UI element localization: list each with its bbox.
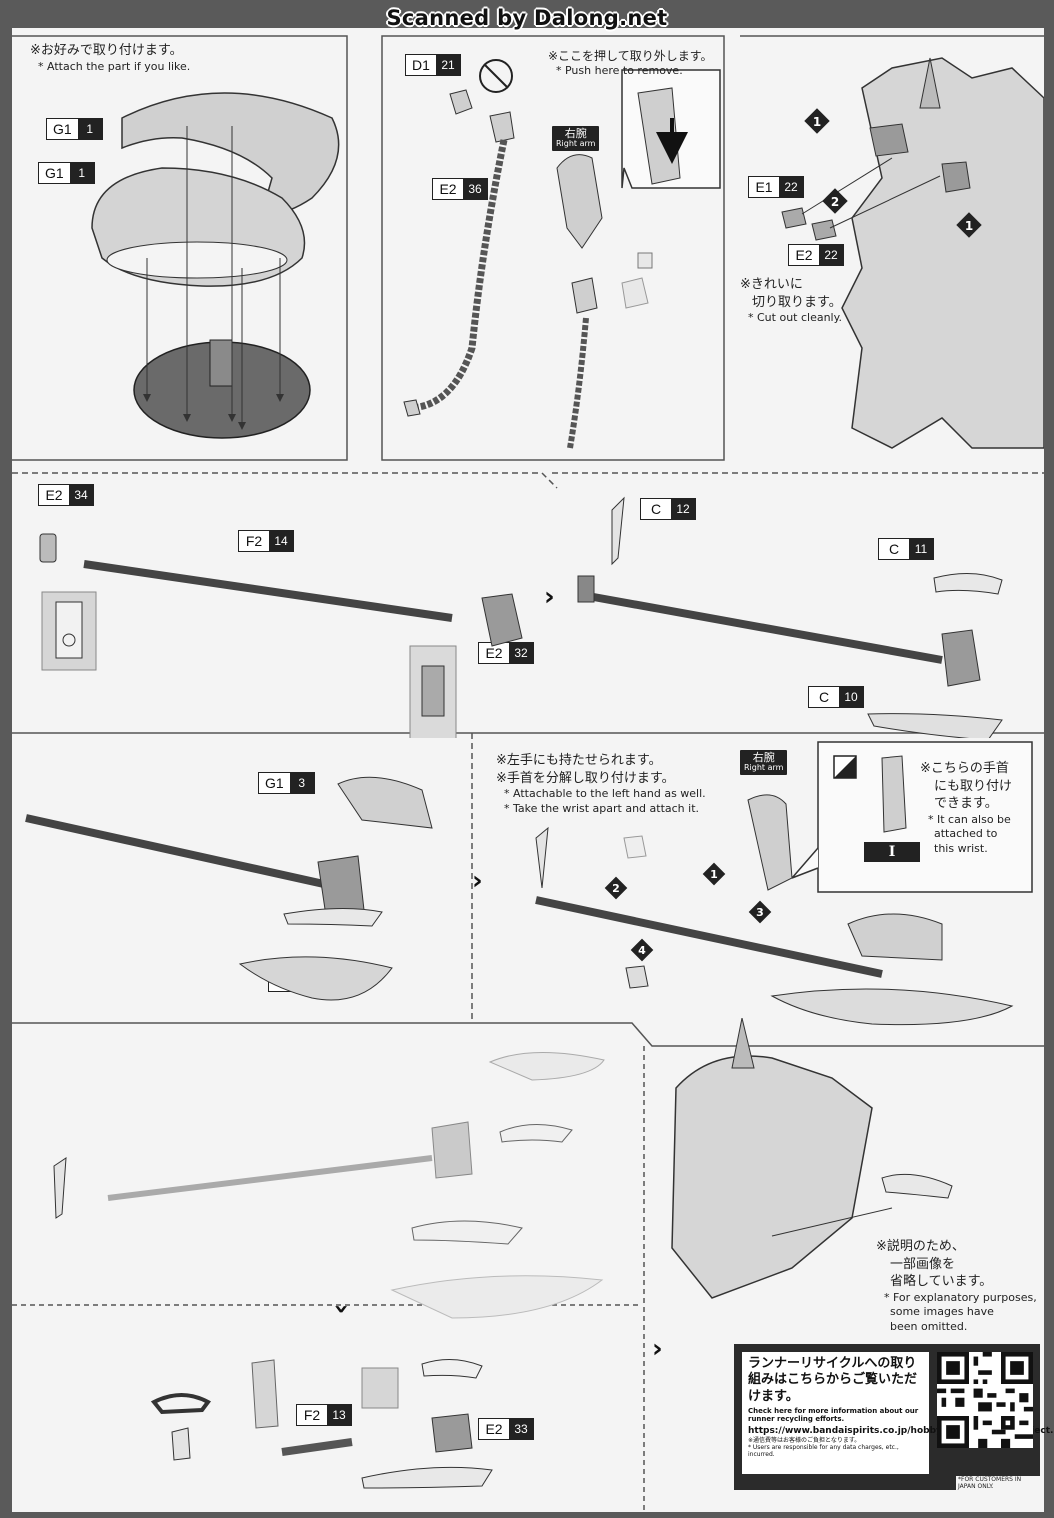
step-arrow-1: › [544,582,555,612]
scan-credit: Scanned by Dalong.net [386,6,668,30]
note-cut-ja2: 切り取ります。 [752,294,842,310]
right-arm-part [556,154,603,249]
note-omit-ja1: ※説明のため、 [876,1239,965,1254]
recycle-title: ランナーリサイクルへの取り組みはこちらからご覧いただけます。 [748,1356,918,1404]
step-1a: 1 [813,115,821,129]
recycle-subtitle: Check here for more information about ou… [748,1406,919,1424]
note-wrist-ja3: できます。 [934,796,998,812]
note-left-hand: ※左手にも持たせられます。 ※手首を分解し取り付けます。 * Attachabl… [496,752,706,817]
wrist-code-badge: I [864,842,920,862]
step-num-3: 3 [756,906,764,919]
flame-ring-upper [121,92,340,215]
recycle-fee-note: ※通信費等はお客様のご負担となります。 [748,1436,861,1444]
note-left-en1: * Attachable to the left hand as well. [504,787,706,801]
step-num-4: 4 [638,944,646,957]
note-cut-en: * Cut out cleanly. [748,311,843,325]
step-arrow-2: › [472,866,483,896]
disassembly-illustration [53,1018,953,1489]
note-omit-ja3: 省略しています。 [890,1274,993,1290]
note-omit-ja2: 一部画像を [890,1256,956,1272]
qr-code-icon[interactable] [937,1352,1033,1448]
instruction-page: ※お好みで取り付けます。 * Attach the part if you li… [12,28,1054,1512]
note-omit-en2: some images have [890,1305,994,1319]
recycle-url[interactable]: https://www.bandaispirits.co.jp/hobbycen… [748,1425,1054,1436]
note-omitted: ※説明のため、 一部画像を 省略しています。 * For explanatory… [876,1238,1037,1335]
note-attach-if-like: ※お好みで取り付けます。 * Attach the part if you li… [30,42,190,74]
note-cut-ja1: ※きれいに [740,277,803,292]
note-wrist-ja1: ※こちらの手首 [920,761,1009,776]
step-arrow-down: › [326,1303,357,1315]
jp-only-note: *FOR CUSTOMERS IN JAPAN ONLY. [956,1476,1040,1490]
recycle-info: ランナーリサイクルへの取り組みはこちらからご覧いただけます。 Check her… [742,1352,1054,1474]
stand-effect-illustration [91,92,340,439]
no-fan-icon [479,59,513,93]
note-push-remove: ※ここを押して取り外します。 * Push here to remove. [548,48,713,79]
step-num-1: 1 [710,868,718,881]
recycle-fee-note-en: * Users are responsible for any data cha… [748,1444,899,1458]
note-cut-cleanly: ※きれいに 切り取ります。 * Cut out cleanly. [740,276,842,326]
chain-weapon-illustration [403,59,688,449]
note-left-en2: * Take the wrist apart and attach it. [504,801,700,815]
mobile-suit-illustration: 1 2 1 [781,57,1044,449]
note-this-wrist: ※こちらの手首 にも取り付け できます。 * It can also be at… [920,760,1012,857]
step-1b: 1 [965,219,973,233]
note-wrist-en1: * It can also be [928,812,1011,826]
note-wrist-en2: attached to [934,827,998,841]
note-omit-en3: been omitted. [890,1320,968,1334]
step-num-2: 2 [612,882,620,895]
note-attach-ja: ※お好みで取り付けます。 [30,43,183,58]
note-push-ja: ※ここを押して取り外します。 [548,49,713,63]
note-omit-en1: * For explanatory purposes, [884,1290,1037,1304]
staff-assembly-illustration [39,496,1003,738]
note-wrist-en3: this wrist. [934,842,988,856]
note-wrist-ja2: にも取り付け [934,778,1013,794]
wing-assembly-illustration: 1 2 3 4 [25,755,1014,1026]
step-2a: 2 [831,195,839,209]
step-arrow-3: › [652,1334,663,1364]
note-push-en: * Push here to remove. [556,64,683,78]
note-attach-en: * Attach the part if you like. [38,59,191,73]
note-left-ja1: ※左手にも持たせられます。 [496,753,662,768]
note-left-ja2: ※手首を分解し取り付けます。 [496,770,675,786]
runner-recycle-box: ランナーリサイクルへの取り組みはこちらからご覧いただけます。 Check her… [734,1344,1054,1490]
